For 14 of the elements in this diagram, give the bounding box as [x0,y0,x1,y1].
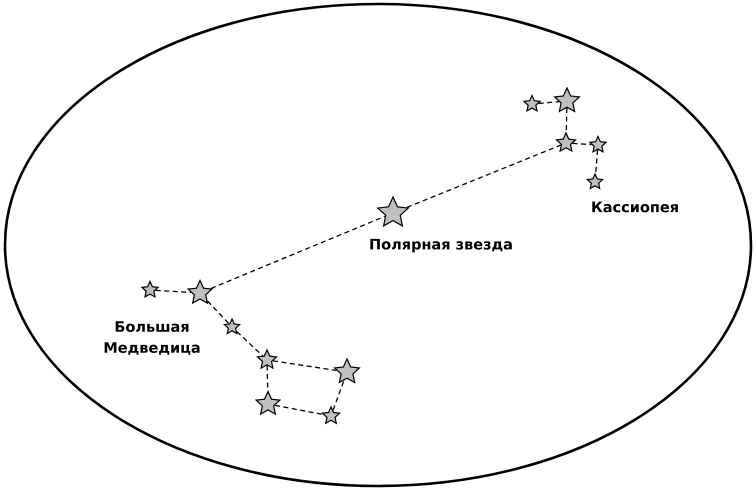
constellation-name: Кассиопея [592,202,678,212]
dashed-line [332,380,344,410]
dashed-line [566,108,568,132]
dashed-line [595,150,598,174]
star-name: Полярная звезда [370,238,512,252]
dashed-line [207,300,230,324]
dashed-line [236,331,263,356]
dashed-line [406,144,561,208]
dashed-line [156,290,191,294]
dashed-line [274,404,324,416]
dashed-line [572,142,592,146]
dashed-line [272,360,336,372]
constellation-name: Большая Медведица [104,321,200,355]
dashed-line [538,101,559,104]
